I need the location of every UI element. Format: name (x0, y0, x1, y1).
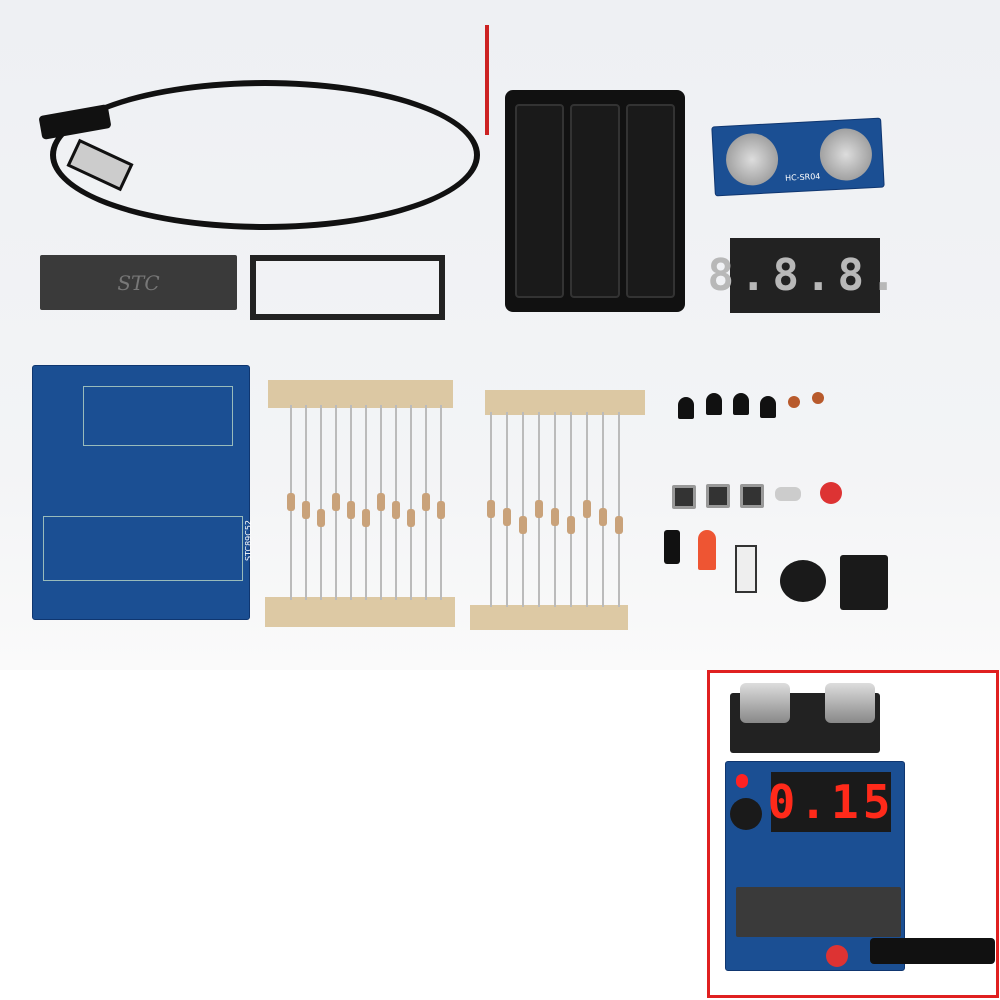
power-plug (870, 938, 995, 964)
buzzer (780, 560, 826, 602)
resistor (535, 412, 543, 607)
board-label: STC89C52 (244, 519, 254, 562)
resistor (519, 412, 527, 607)
sensor-label: HC-SR04 (784, 171, 821, 183)
resistor (551, 412, 559, 607)
red-button (820, 482, 842, 504)
assembled-preview-inset: 0.15 (707, 670, 999, 998)
resistor (437, 405, 445, 600)
resistor (599, 412, 607, 607)
usb-cable (50, 80, 480, 230)
resistor (407, 405, 415, 600)
battery-wires (485, 25, 489, 135)
resistor (567, 412, 575, 607)
transistor (760, 396, 776, 418)
chip-label: STC (117, 270, 160, 295)
red-led (698, 530, 716, 570)
resistor-tape-bottom-1 (265, 597, 455, 627)
transistor (706, 393, 722, 415)
tact-switch (706, 484, 730, 508)
resistor (347, 405, 355, 600)
tact-switch (740, 484, 764, 508)
ultrasonic-sensor: HC-SR04 (711, 117, 885, 197)
tact-switch (672, 485, 696, 509)
transistor (678, 397, 694, 419)
battery-holder (505, 90, 685, 312)
resistor (317, 405, 325, 600)
electrolytic-capacitor (664, 530, 680, 564)
product-photo: STC HC-SR04 8.8.8. STC89C52 (0, 0, 1000, 670)
seven-segment-display: 8.8.8. (708, 238, 896, 313)
power-switch (735, 545, 757, 593)
dc-jack (840, 555, 888, 610)
resistor (392, 405, 400, 600)
resistor (362, 405, 370, 600)
assembled-board: 0.15 (725, 761, 905, 971)
resistor (487, 412, 495, 607)
display-digits: 8.8.8. (707, 250, 903, 301)
resistor-tape-bottom-2 (470, 605, 628, 630)
resistor (422, 405, 430, 600)
ic-socket (250, 255, 445, 320)
resistor (377, 405, 385, 600)
ceramic-capacitor (788, 396, 800, 408)
resistor (615, 412, 623, 607)
ceramic-capacitor (812, 392, 824, 404)
assembled-sensor (730, 683, 880, 753)
resistor (287, 405, 295, 600)
resistor (302, 405, 310, 600)
resistor-tape-top-1 (268, 380, 453, 408)
assembled-display: 0.15 (768, 772, 891, 832)
resistor (583, 412, 591, 607)
inset-display-digits: 0.15 (767, 775, 895, 829)
pcb-board: STC89C52 (32, 365, 254, 620)
resistor (503, 412, 511, 607)
resistor (332, 405, 340, 600)
transistor (733, 393, 749, 415)
crystal (775, 487, 801, 501)
microcontroller-chip: STC (40, 255, 237, 310)
resistor-tape-top-2 (485, 390, 645, 415)
